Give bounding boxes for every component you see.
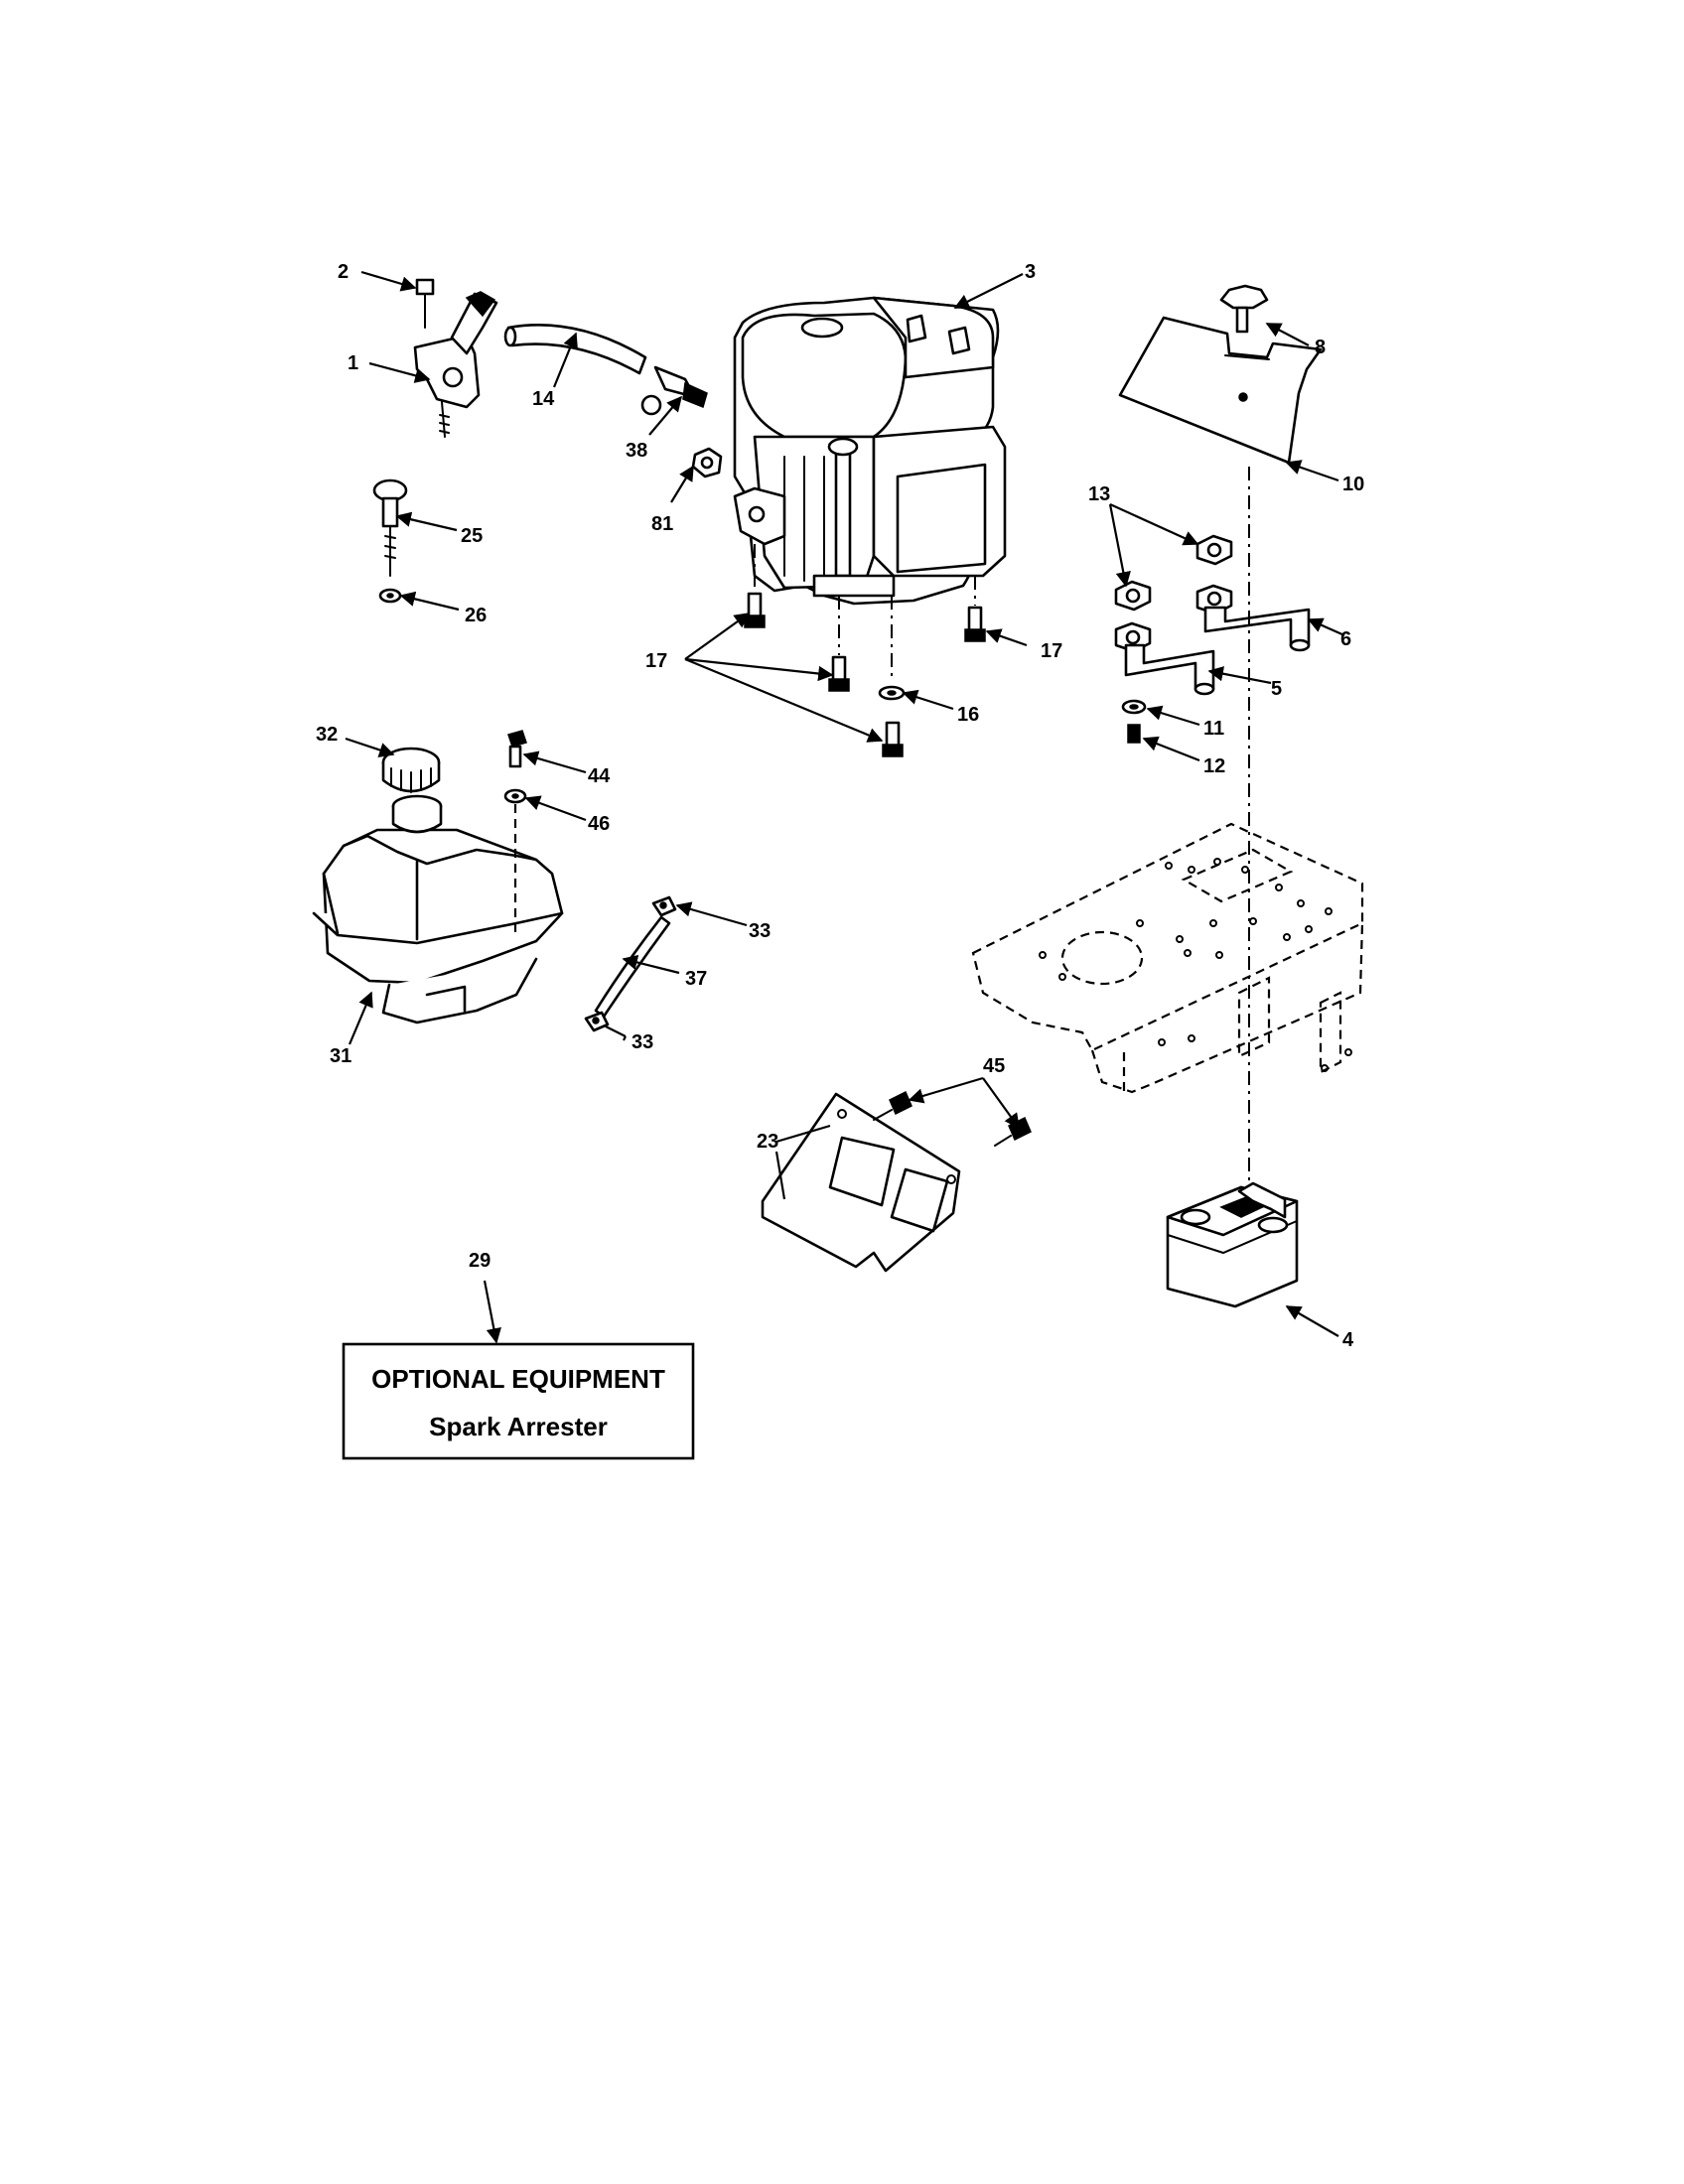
callout-25: 25 [461,525,483,547]
callout-5: 5 [1271,678,1282,700]
callout-1: 1 [348,352,358,374]
exhaust-pipe-6 [1195,584,1311,652]
engine-mounting-bolts [744,592,986,757]
washer-16 [878,685,906,701]
fuel-line-hose-part [503,324,647,375]
bolt-45-upper [873,1090,912,1121]
engine-part [733,296,1007,606]
washer-11 [1121,699,1147,715]
bolt-44 [507,730,527,768]
bolt-45-lower [994,1116,1032,1147]
chassis-frame [971,822,1364,1094]
callout-2: 2 [338,261,349,283]
hose-clamp-33-lower [584,1011,610,1032]
callout-12: 12 [1203,755,1225,777]
callout-26: 26 [465,605,487,626]
knob-part [1219,284,1269,334]
bolt-17-lower [882,721,904,757]
heat-shield-plate [1118,316,1323,465]
callout-4: 4 [1342,1329,1354,1351]
washer-46 [503,788,527,804]
engine-bolt-centerlines [754,544,976,680]
callout-45: 45 [983,1055,1005,1077]
callout-23: 23 [757,1131,778,1153]
callout-46: 46 [588,813,610,835]
callout-44: 44 [588,765,611,787]
hose-clamp-33-upper [651,895,677,917]
optional-equipment-title: OPTIONAL EQUIPMENT [371,1364,665,1394]
callout-6: 6 [1340,628,1351,650]
callout-38: 38 [626,440,647,462]
callout-33-lower: 33 [632,1031,653,1053]
throttle-control-part [413,278,498,438]
bolt-12 [1127,724,1141,744]
optional-equipment-subtitle: Spark Arrester [429,1412,608,1441]
exhaust-pipe-5 [1114,621,1215,696]
callout-16: 16 [957,704,979,726]
callout-10: 10 [1342,474,1364,495]
dipstick-part [372,478,408,577]
bolt-17-right [964,606,986,642]
bolt-17-left [744,592,766,628]
callout-11: 11 [1203,718,1224,740]
callout-17-group: 17 [645,650,667,672]
callout-29: 29 [469,1250,491,1272]
callout-31: 31 [330,1045,351,1067]
callout-14: 14 [532,388,555,410]
bolt-17-middle [828,655,850,692]
callout-8: 8 [1315,337,1326,358]
callout-13: 13 [1088,483,1110,505]
leader-lines [345,270,1345,1344]
callout-81: 81 [651,513,673,535]
callout-3: 3 [1025,261,1036,283]
fuel-fitting-part [640,365,708,416]
callout-37: 37 [685,968,707,990]
exhaust-gaskets [1114,534,1233,612]
callout-33-upper: 33 [749,920,771,942]
callout-labels: 2 1 3 14 38 81 8 10 13 6 5 11 12 25 26 1… [316,261,1364,1351]
fuel-tank-part [312,794,564,1024]
washer-26 [378,588,402,604]
optional-equipment-box: OPTIONAL EQUIPMENT Spark Arrester [342,1342,695,1460]
callout-32: 32 [316,724,338,746]
fuel-cap-part [381,747,441,793]
muffler-part [1166,1181,1299,1308]
callout-17-right: 17 [1041,640,1062,662]
deflector-plate-part [761,1092,961,1273]
